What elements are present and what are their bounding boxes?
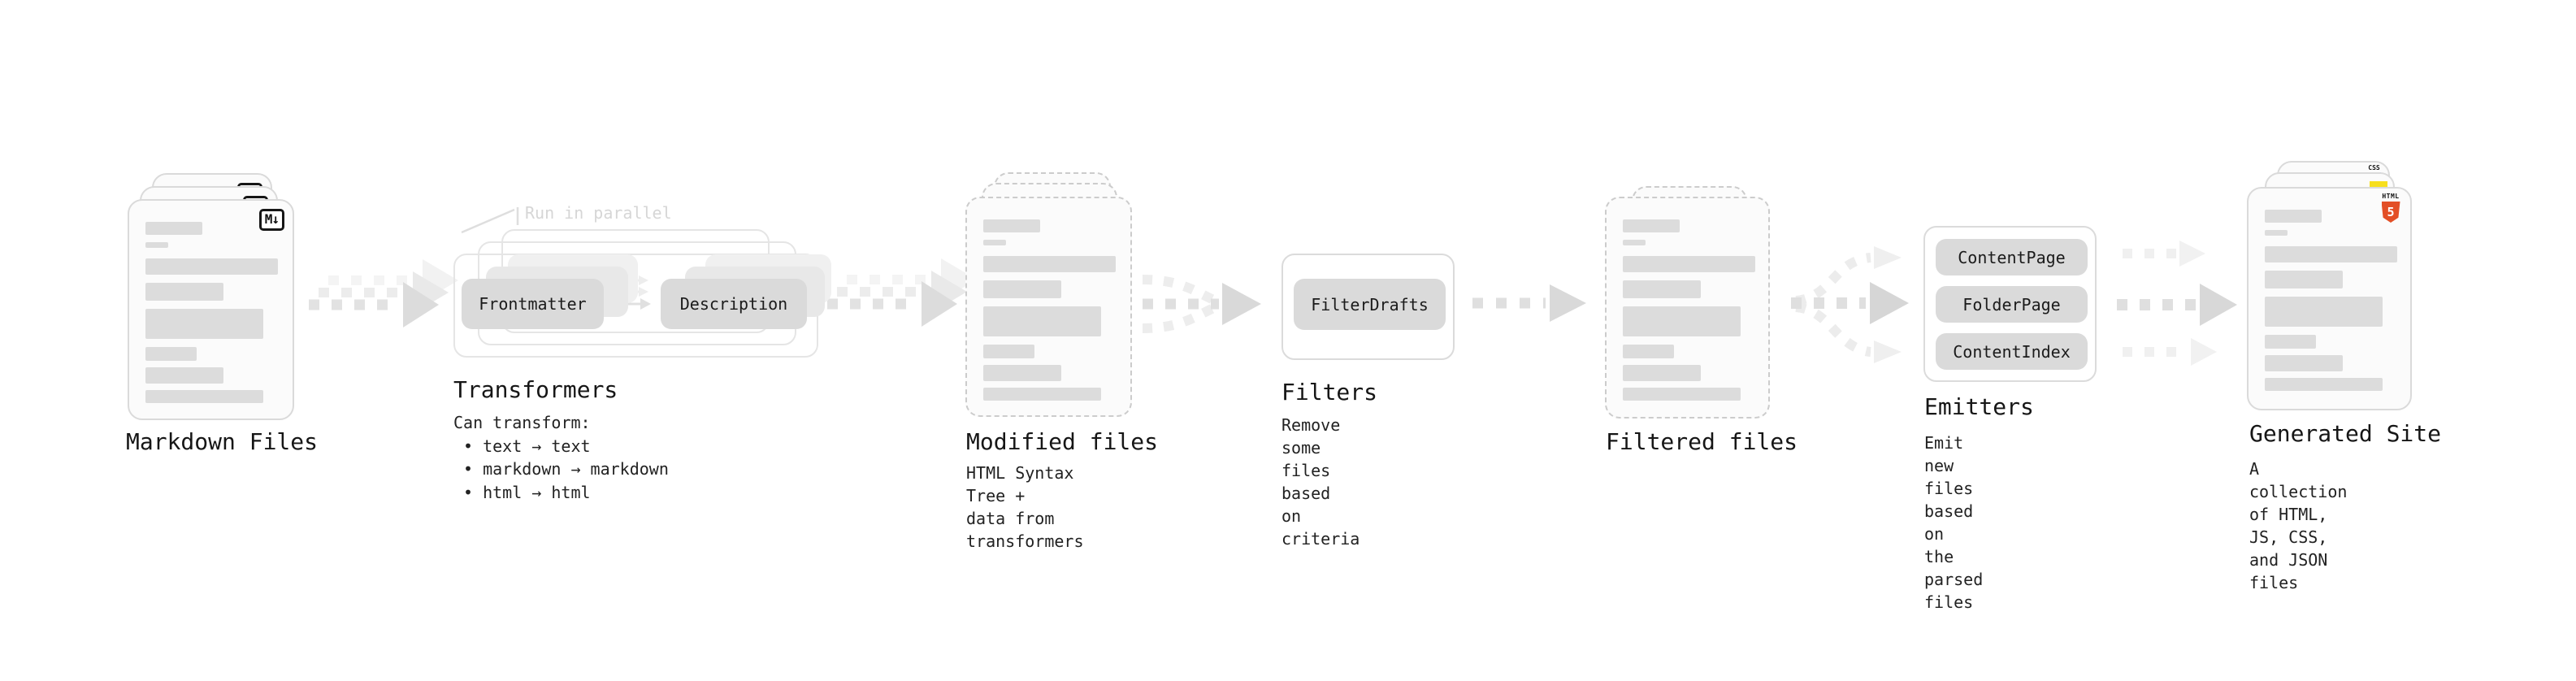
arrow-modified-to-filters	[1142, 275, 1261, 333]
placeholder-bar	[983, 256, 1116, 272]
placeholder-bar	[983, 280, 1061, 298]
placeholder-bar	[2265, 210, 2322, 223]
placeholder-bar	[983, 306, 1101, 336]
emitter-node-contentindex: ContentIndex	[1936, 333, 2088, 370]
caption-bullet: • text → text	[463, 436, 591, 456]
placeholder-bar	[1623, 388, 1741, 401]
html5-icon: HTML 5	[2380, 193, 2401, 223]
placeholder-bar	[1623, 256, 1755, 272]
filtered-file-card-front	[1605, 197, 1770, 419]
stage-label-generated-site: Generated Site	[2249, 420, 2442, 447]
placeholder-bar	[2265, 378, 2383, 391]
emitter-node-contentpage: ContentPage	[1936, 239, 2088, 275]
placeholder-bar	[145, 309, 263, 339]
placeholder-bar	[1623, 219, 1680, 232]
modified-files-caption: HTML Syntax Tree + data from transformer…	[966, 463, 1084, 551]
placeholder-bar	[2265, 230, 2288, 236]
placeholder-bar	[983, 365, 1061, 381]
filter-node-filterdrafts: FilterDrafts	[1294, 279, 1446, 330]
placeholder-bar	[2265, 246, 2397, 262]
site-file-card-html: HTML 5	[2247, 187, 2412, 410]
annotation-leader-line	[461, 207, 519, 234]
filters-caption: Remove some files based on criteria	[1281, 415, 1360, 549]
run-in-parallel-annotation: Run in parallel	[525, 203, 672, 223]
placeholder-bar	[145, 283, 223, 301]
transformer-node-frontmatter: Frontmatter	[462, 279, 604, 329]
stage-label-emitters: Emitters	[1924, 393, 2034, 420]
transformers-caption: Can transform: • text → text • markdown …	[453, 411, 669, 504]
arrow-emitters-to-site	[2117, 241, 2237, 366]
modified-file-card-front	[965, 197, 1132, 417]
placeholder-bar	[983, 219, 1040, 232]
placeholder-bar	[145, 367, 223, 384]
caption-bullet: • html → html	[463, 482, 591, 502]
arrow-markdown-to-transformers	[309, 259, 458, 327]
placeholder-bar	[1623, 365, 1701, 381]
placeholder-bar	[1623, 240, 1646, 245]
caption-bullet: • markdown → markdown	[463, 459, 669, 479]
placeholder-bar	[145, 242, 168, 248]
markdown-file-card-front: M↓	[128, 199, 294, 420]
placeholder-bar	[2265, 297, 2383, 327]
generated-site-caption: A collection of HTML, JS, CSS, and JSON …	[2249, 459, 2348, 592]
placeholder-bar	[2265, 271, 2343, 288]
placeholder-bar	[983, 240, 1006, 245]
emitter-node-folderpage: FolderPage	[1936, 286, 2088, 323]
emitters-panel: ContentPage FolderPage ContentIndex	[1923, 226, 2097, 382]
arrow-filters-to-filtered	[1472, 284, 1586, 322]
placeholder-bar	[145, 390, 263, 403]
placeholder-bar	[2265, 335, 2316, 349]
stage-label-transformers: Transformers	[453, 376, 618, 403]
placeholder-bar	[983, 388, 1101, 401]
stage-label-filters: Filters	[1281, 379, 1378, 406]
arrow-transformers-to-modified	[827, 258, 977, 327]
filters-panel: FilterDrafts	[1281, 254, 1455, 360]
arrow-filtered-to-emitters	[1791, 246, 1909, 363]
stage-label-markdown-files: Markdown Files	[126, 428, 319, 455]
placeholder-bar	[145, 347, 197, 361]
placeholder-bar	[1623, 280, 1701, 298]
file-content-placeholder	[129, 201, 293, 403]
caption-intro: Can transform:	[453, 413, 591, 432]
placeholder-bar	[2265, 355, 2343, 371]
stage-label-filtered-files: Filtered files	[1606, 428, 1798, 455]
file-content-placeholder	[2249, 189, 2410, 391]
placeholder-bar	[145, 222, 202, 235]
placeholder-bar	[1623, 345, 1674, 358]
placeholder-bar	[983, 345, 1034, 358]
stage-label-modified-files: Modified files	[966, 428, 1159, 455]
placeholder-bar	[1623, 306, 1741, 336]
transformer-node-description: Description	[661, 279, 807, 329]
emitters-caption: Emit new files based on the parsed files	[1924, 433, 1984, 612]
js-icon	[2370, 181, 2387, 189]
markdown-icon: M↓	[258, 209, 284, 231]
file-content-placeholder	[967, 198, 1130, 401]
file-content-placeholder	[1607, 198, 1768, 401]
placeholder-bar	[145, 258, 278, 275]
